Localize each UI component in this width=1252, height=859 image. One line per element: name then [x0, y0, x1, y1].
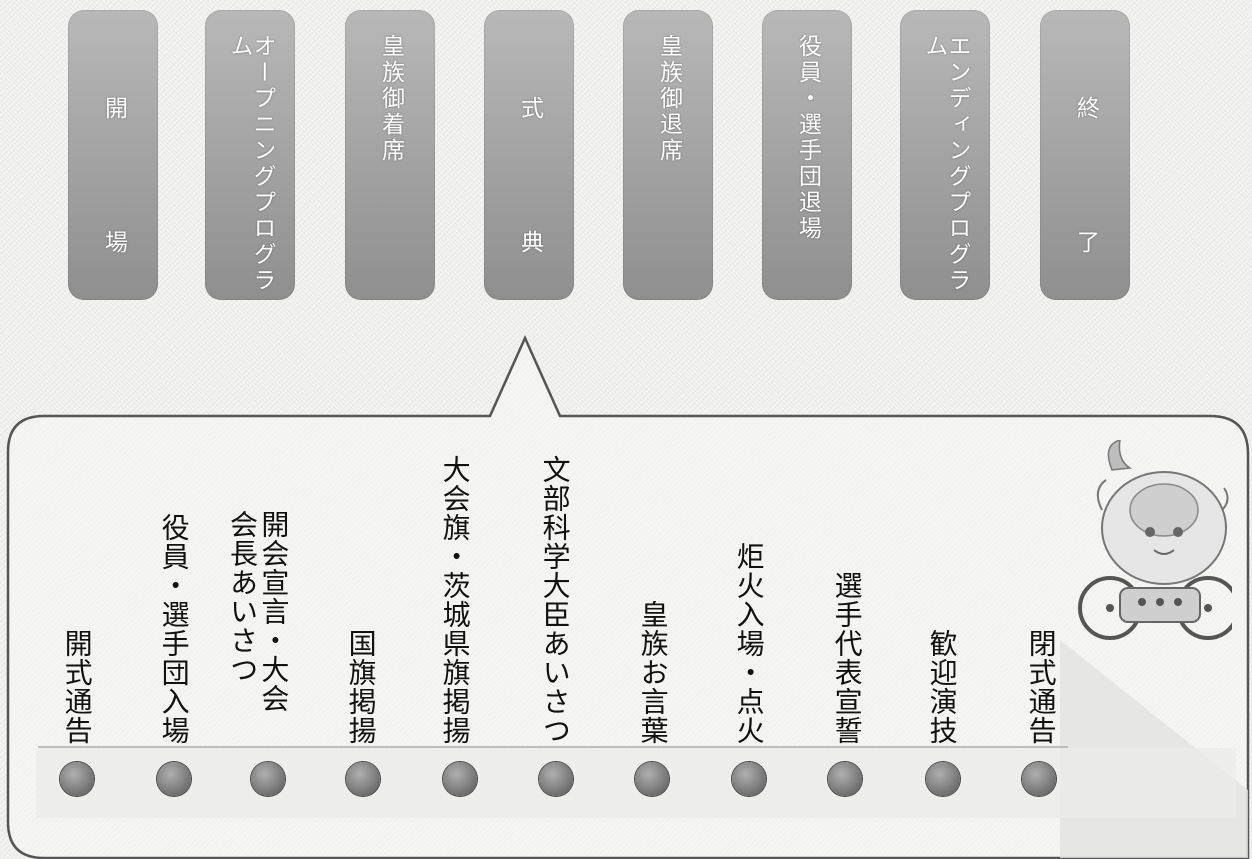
ceremony-item: 閉式通告 [1006, 440, 1076, 745]
stage-label: 終 了 [1072, 96, 1099, 297]
stage-label: 開 場 [100, 96, 127, 297]
ceremony-item-label: 歓迎演技 [925, 629, 959, 745]
stage-team-exit: 役員・選手団退場 [762, 10, 852, 300]
stage-close: 終 了 [1040, 10, 1130, 300]
ceremony-item: 役員・選手団入場 [139, 440, 209, 745]
stage-label: 皇族御退席 [655, 34, 682, 164]
stage-opening-gate: 開 場 [68, 10, 158, 300]
timeline-dot [60, 762, 94, 796]
ceremony-item: 開式通告 [42, 440, 112, 745]
ceremony-item: 炬火入場・点火 [714, 440, 784, 745]
stage-label: 役員・選手団退場 [794, 34, 821, 242]
ceremony-item: 国旗掲揚 [326, 440, 396, 745]
timeline-line [38, 746, 1068, 748]
stage-opening-program: オープニングプログラム [205, 10, 295, 300]
timeline-dot [157, 762, 191, 796]
ceremony-item: 歓迎演技 [907, 440, 977, 745]
timeline-dot [828, 762, 862, 796]
timeline-dot [251, 762, 285, 796]
timeline-dot [1022, 762, 1056, 796]
stage-ending-program: エンディングプログラム [900, 10, 990, 300]
stage-label: 式 典 [516, 96, 543, 297]
stage-label: 皇族御着席 [377, 34, 404, 164]
ceremony-item: 文部科学大臣あいさつ [520, 440, 590, 745]
ceremony-item-label: 皇族お言葉 [636, 600, 670, 745]
stage-ceremony: 式 典 [484, 10, 574, 300]
stage-royal-seating: 皇族御着席 [345, 10, 435, 300]
speech-bubble-outline [6, 334, 1250, 859]
ceremony-item-label: 選手代表宣誓 [830, 571, 864, 745]
ceremony-item-label: 炬火入場・点火 [732, 542, 766, 745]
ceremony-item-label: 開会宣言・大会会長あいさつ [226, 510, 291, 713]
timeline-dot [539, 762, 573, 796]
ceremony-item: 皇族お言葉 [618, 440, 688, 745]
ceremony-item: 選手代表宣誓 [812, 440, 882, 745]
ceremony-item-label: 閉式通告 [1024, 629, 1058, 745]
ceremony-item-label: 大会旗・茨城県旗掲揚 [438, 455, 472, 745]
stage-royal-departure: 皇族御退席 [623, 10, 713, 300]
timeline-dot [346, 762, 380, 796]
stage-label: エンディングプログラム [921, 34, 970, 294]
ceremony-item-label: 役員・選手団入場 [157, 513, 191, 745]
wheelchair-mascot-icon [1078, 440, 1232, 640]
timeline-dot [635, 762, 669, 796]
timeline-dot [443, 762, 477, 796]
stage-label: オープニングプログラム [226, 34, 275, 294]
timeline-dot [926, 762, 960, 796]
ceremony-item-label: 開式通告 [60, 629, 94, 745]
ceremony-item: 開会宣言・大会会長あいさつ [223, 440, 293, 740]
ceremony-item: 大会旗・茨城県旗掲揚 [420, 440, 490, 745]
timeline-dot [732, 762, 766, 796]
ceremony-item-label: 国旗掲揚 [344, 629, 378, 745]
ceremony-item-label: 文部科学大臣あいさつ [538, 455, 572, 745]
